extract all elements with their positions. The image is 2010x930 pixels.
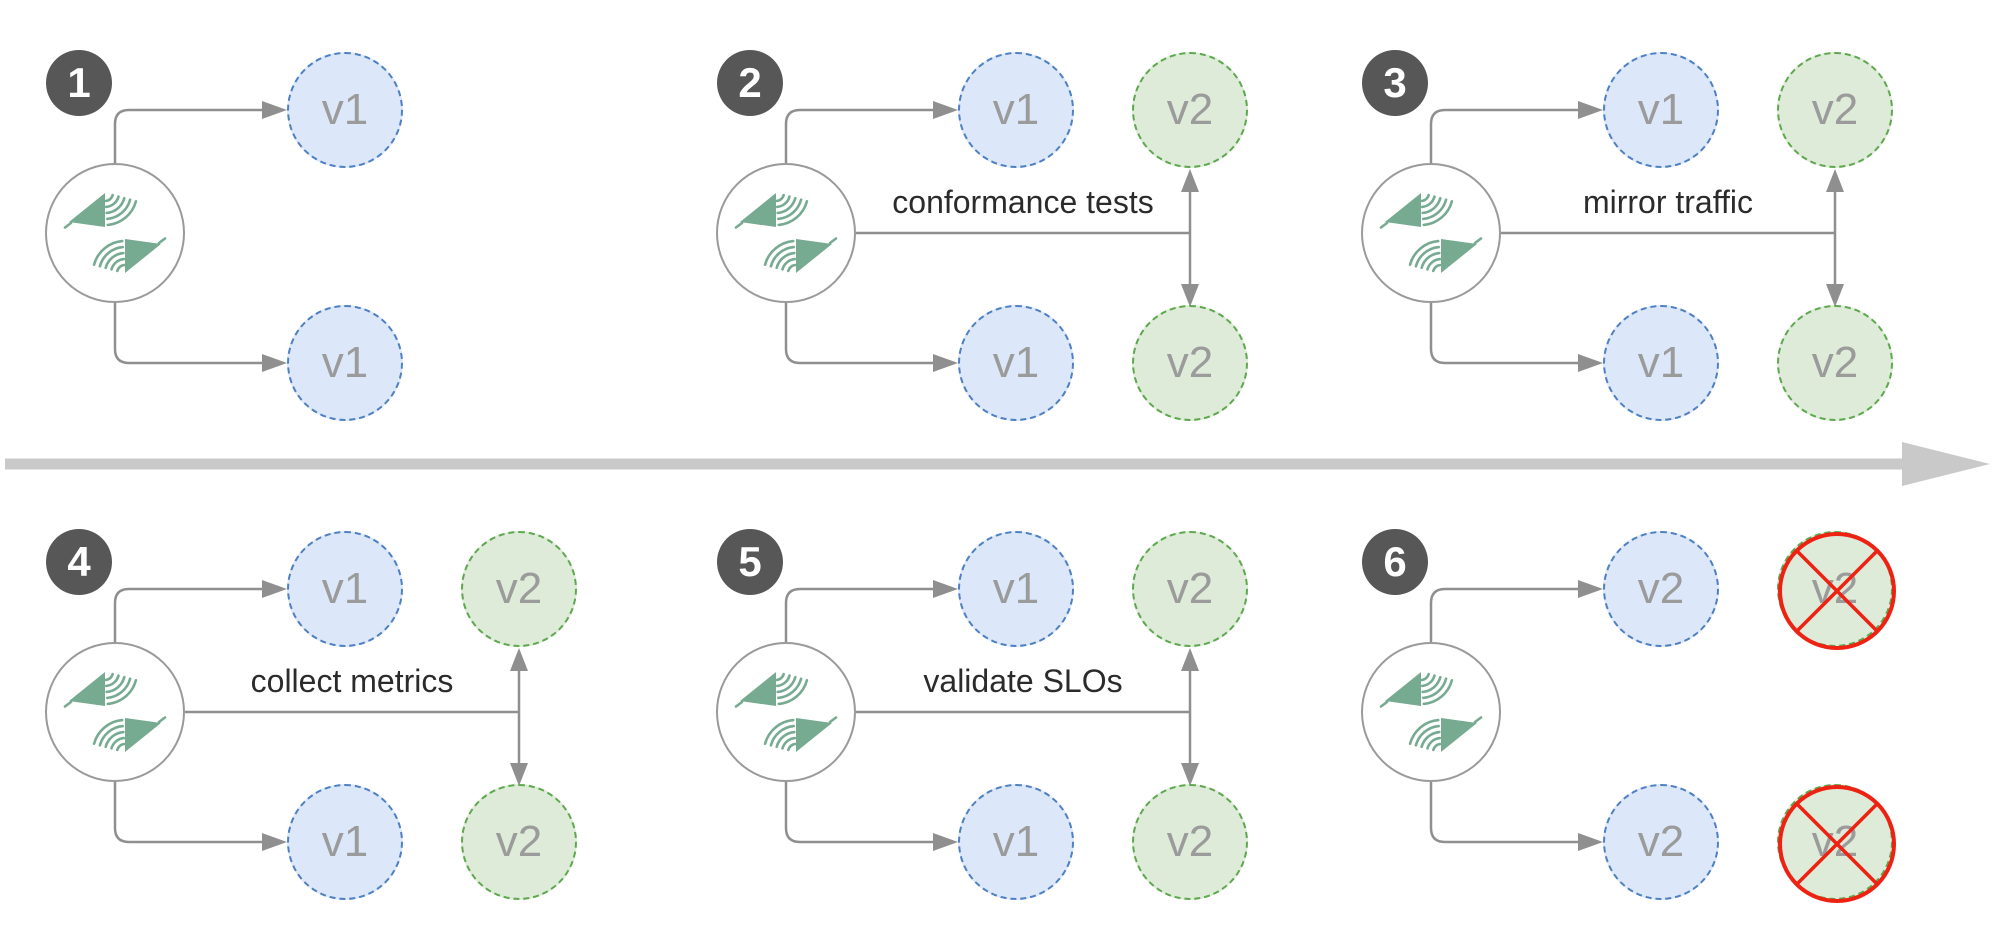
- node-v2-top: v2: [1132, 531, 1248, 647]
- service-mesh-logo-icon: [1379, 670, 1483, 754]
- action-label: collect metrics: [250, 663, 454, 699]
- node-label: v1: [1637, 338, 1685, 387]
- stage-panel-1: 1 v1 v1: [0, 20, 670, 450]
- stage-number: 6: [1383, 538, 1407, 585]
- service-mesh-logo-icon: [734, 191, 838, 275]
- stage-number: 1: [67, 59, 91, 106]
- node-label: v2: [495, 564, 543, 613]
- stage-panel-2: 2 v1 v2 v1 v2 conformance tests: [671, 20, 1341, 450]
- node-label: v2: [1166, 817, 1214, 866]
- stage-number: 3: [1383, 59, 1407, 106]
- stage-number-badge: 3: [1362, 50, 1428, 116]
- gateway-node: [1361, 642, 1501, 782]
- node-v2-bottom-terminated: v2: [1777, 784, 1896, 903]
- service-mesh-logo-icon: [1379, 191, 1483, 275]
- gateway-node: [1361, 163, 1501, 303]
- node-label: v1: [321, 338, 369, 387]
- stage-number-badge: 1: [46, 50, 112, 116]
- node-v2-top: v2: [1777, 52, 1893, 168]
- node-v2-top: v2: [1132, 52, 1248, 168]
- action-label: conformance tests: [892, 184, 1154, 220]
- node-label: v1: [992, 817, 1040, 866]
- node-v1-top: v1: [1603, 52, 1719, 168]
- node-v1-bottom: v1: [1603, 305, 1719, 421]
- stage-panel-4: 4 v1 v2 v1 v2 collect metrics: [0, 499, 670, 929]
- node-v1-bottom: v1: [287, 784, 403, 900]
- node-label: v1: [321, 564, 369, 613]
- node-v2-bottom: v2: [1603, 784, 1719, 900]
- node-v1-top: v1: [287, 52, 403, 168]
- stage-number-badge: 2: [717, 50, 783, 116]
- node-label: v2: [1811, 338, 1859, 387]
- stage-number: 4: [67, 538, 91, 585]
- node-v1-top: v1: [958, 531, 1074, 647]
- node-label: v1: [992, 85, 1040, 134]
- red-x-icon: [1778, 785, 1896, 903]
- node-label: v1: [992, 338, 1040, 387]
- node-v1-top: v1: [287, 531, 403, 647]
- red-x-icon: [1778, 532, 1896, 650]
- node-label: v1: [1637, 85, 1685, 134]
- service-mesh-logo-icon: [63, 191, 167, 275]
- stage-number-badge: 6: [1362, 529, 1428, 595]
- node-label: v2: [1637, 564, 1685, 613]
- node-v2-top-terminated: v2: [1777, 531, 1896, 650]
- stage-panel-3: 3 v1 v2 v1 v2 mirror traffic: [1316, 20, 1986, 450]
- stage-number: 5: [738, 538, 762, 585]
- gateway-node: [716, 642, 856, 782]
- node-label: v1: [321, 85, 369, 134]
- node-label: v2: [1811, 85, 1859, 134]
- node-label: v1: [992, 564, 1040, 613]
- node-v2-bottom: v2: [1132, 784, 1248, 900]
- stage-number-badge: 4: [46, 529, 112, 595]
- action-label: validate SLOs: [923, 663, 1123, 699]
- node-v1-bottom: v1: [958, 784, 1074, 900]
- stage-number-badge: 5: [717, 529, 783, 595]
- node-v2-bottom: v2: [1132, 305, 1248, 421]
- node-v2-bottom: v2: [461, 784, 577, 900]
- stage-number: 2: [738, 59, 762, 106]
- node-v1-bottom: v1: [287, 305, 403, 421]
- node-v2-bottom: v2: [1777, 305, 1893, 421]
- node-v1-bottom: v1: [958, 305, 1074, 421]
- service-mesh-logo-icon: [63, 670, 167, 754]
- gateway-node: [45, 642, 185, 782]
- node-v2-top: v2: [461, 531, 577, 647]
- service-mesh-logo-icon: [734, 670, 838, 754]
- node-label: v2: [1637, 817, 1685, 866]
- gateway-node: [45, 163, 185, 303]
- stage-panel-5: 5 v1 v2 v1 v2 validate SLOs: [671, 499, 1341, 929]
- action-label: mirror traffic: [1582, 184, 1754, 220]
- node-label: v2: [1166, 564, 1214, 613]
- node-label: v2: [1166, 85, 1214, 134]
- node-label: v1: [321, 817, 369, 866]
- node-label: v2: [1166, 338, 1214, 387]
- stage-panel-6: 6 v2 v2 v2 v2: [1316, 499, 1986, 929]
- node-label: v2: [495, 817, 543, 866]
- node-v1-top: v1: [958, 52, 1074, 168]
- gateway-node: [716, 163, 856, 303]
- node-v2-top: v2: [1603, 531, 1719, 647]
